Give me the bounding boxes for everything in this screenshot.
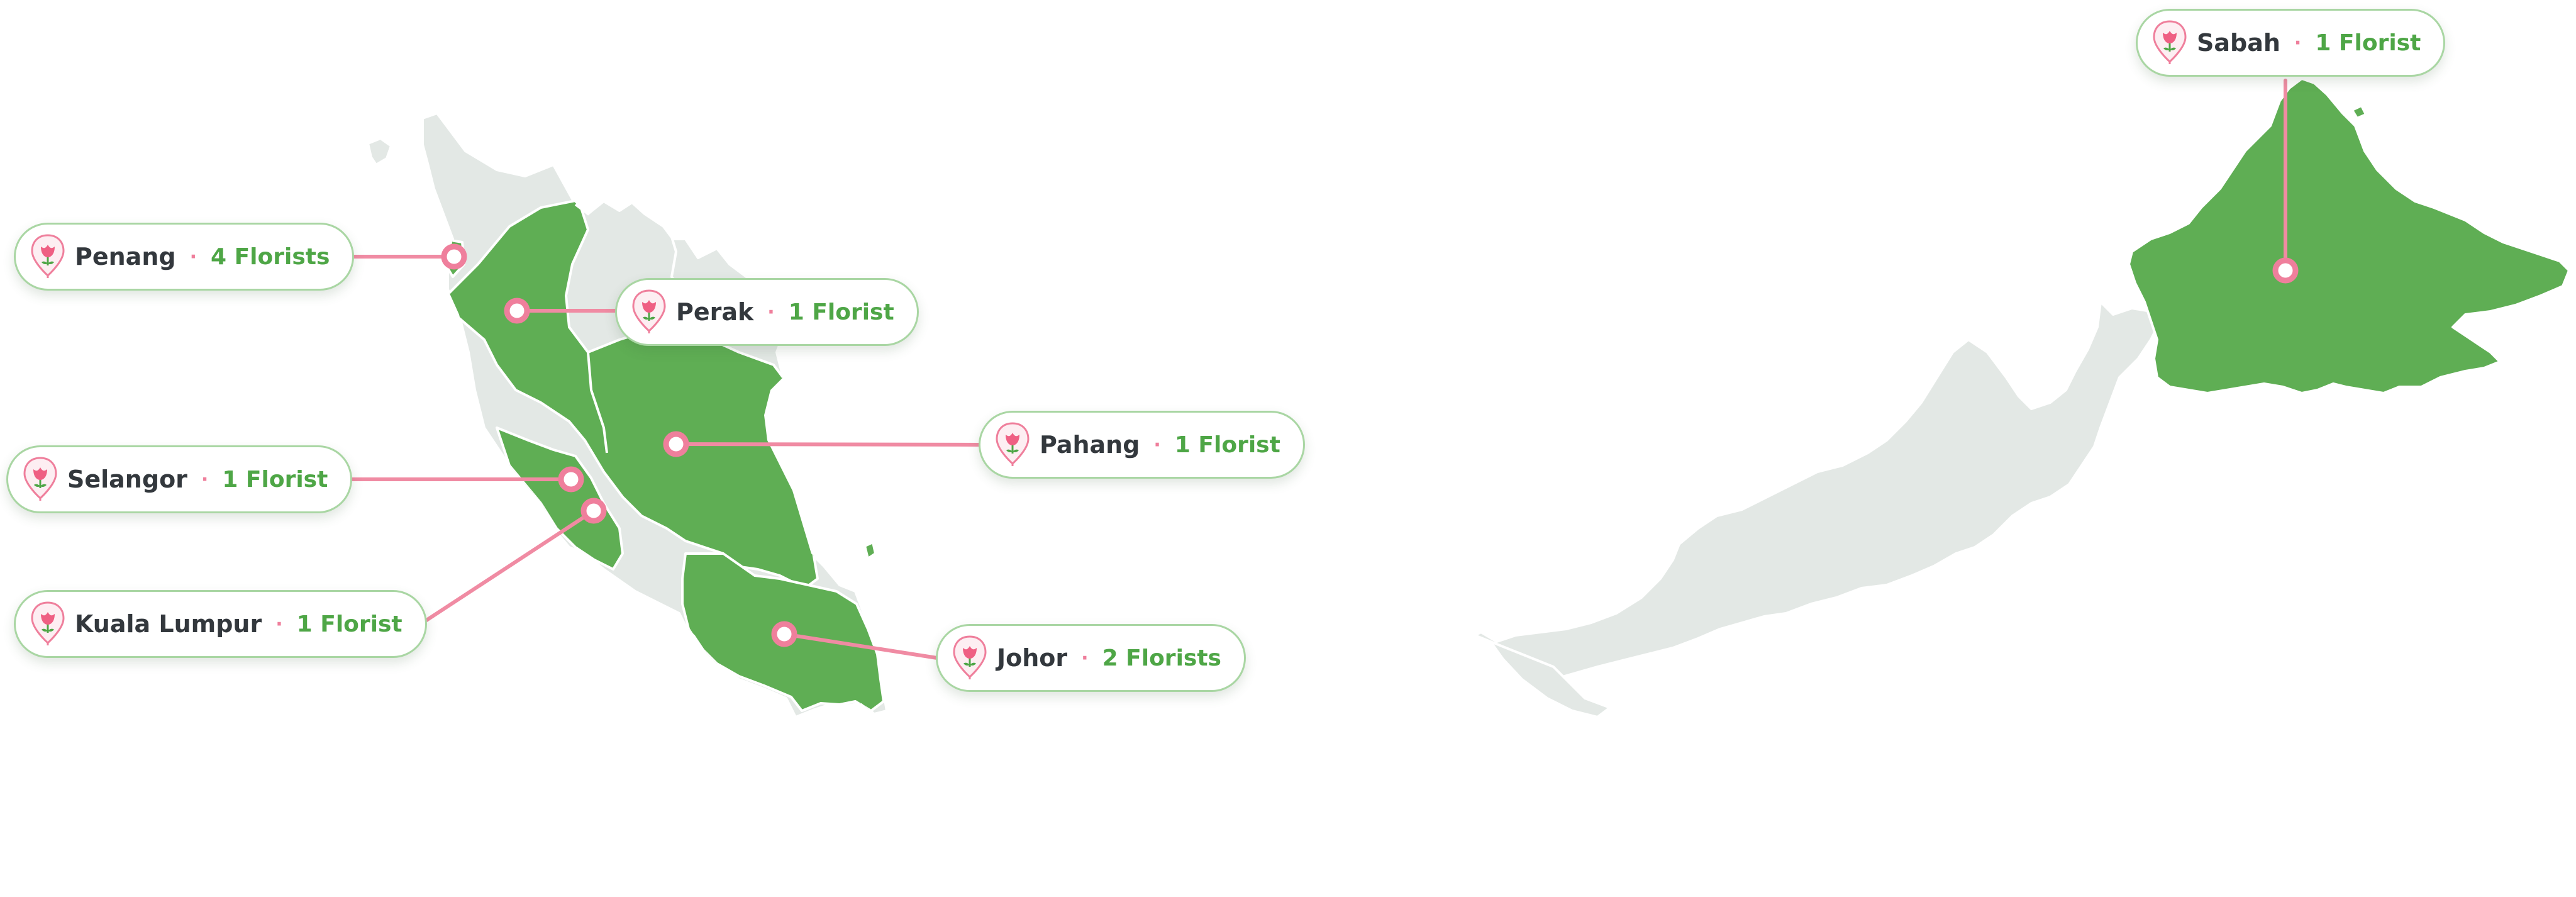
florist-count: 1 Florist [222, 466, 328, 493]
flower-pin-icon [953, 635, 987, 679]
separator-dot: · [189, 245, 197, 268]
separator-dot: · [275, 613, 283, 635]
location-name: Perak [676, 298, 754, 326]
leader-kuala-lumpur [421, 509, 596, 625]
location-name: Kuala Lumpur [75, 610, 262, 638]
marker-pahang[interactable] [663, 431, 689, 457]
florist-count: 1 Florist [788, 299, 894, 325]
flower-pin-icon [31, 601, 65, 645]
marker-kuala-lumpur[interactable] [580, 498, 607, 524]
flower-pin-icon [2153, 20, 2187, 64]
flower-pin-icon [632, 289, 666, 333]
sarawak-coast-detail [1474, 634, 1611, 718]
location-name: Selangor [67, 465, 187, 493]
label-sabah[interactable]: Sabah · 1 Florist [2136, 9, 2446, 77]
label-pahang[interactable]: Pahang · 1 Florist [979, 411, 1305, 479]
florist-count: 2 Florists [1102, 645, 1221, 671]
leader-pahang [674, 442, 980, 447]
flower-pin-icon [996, 422, 1030, 466]
separator-dot: · [2294, 31, 2302, 54]
label-selangor[interactable]: Selangor · 1 Florist [6, 445, 353, 513]
tioman-island [863, 541, 877, 560]
location-name: Sabah [2197, 29, 2280, 57]
separator-dot: · [1081, 647, 1089, 669]
florist-count: 1 Florist [2315, 30, 2421, 56]
marker-selangor[interactable] [558, 466, 584, 493]
florist-count: 1 Florist [296, 611, 402, 637]
florist-count: 1 Florist [1174, 432, 1280, 458]
location-name: Pahang [1040, 431, 1140, 459]
state-sarawak [1474, 301, 2158, 681]
sabah-islet [2351, 104, 2367, 120]
state-sabah [2128, 77, 2570, 394]
location-name: Penang [75, 243, 176, 270]
separator-dot: · [767, 301, 775, 323]
separator-dot: · [1153, 433, 1161, 456]
flower-pin-icon [31, 234, 65, 278]
marker-perak[interactable] [504, 298, 530, 324]
location-name: Johor [997, 644, 1068, 672]
label-johor[interactable]: Johor · 2 Florists [936, 624, 1246, 692]
label-perak[interactable]: Perak · 1 Florist [615, 278, 919, 346]
marker-penang[interactable] [441, 243, 467, 270]
label-penang[interactable]: Penang · 4 Florists [14, 223, 355, 291]
separator-dot: · [201, 468, 209, 491]
label-kuala-lumpur[interactable]: Kuala Lumpur · 1 Florist [14, 590, 427, 658]
marker-johor[interactable] [771, 621, 797, 647]
langkawi-island [367, 137, 392, 166]
marker-sabah[interactable] [2272, 257, 2299, 284]
leader-johor [782, 632, 939, 660]
flower-pin-icon [23, 457, 57, 501]
florist-count: 4 Florists [210, 243, 330, 270]
